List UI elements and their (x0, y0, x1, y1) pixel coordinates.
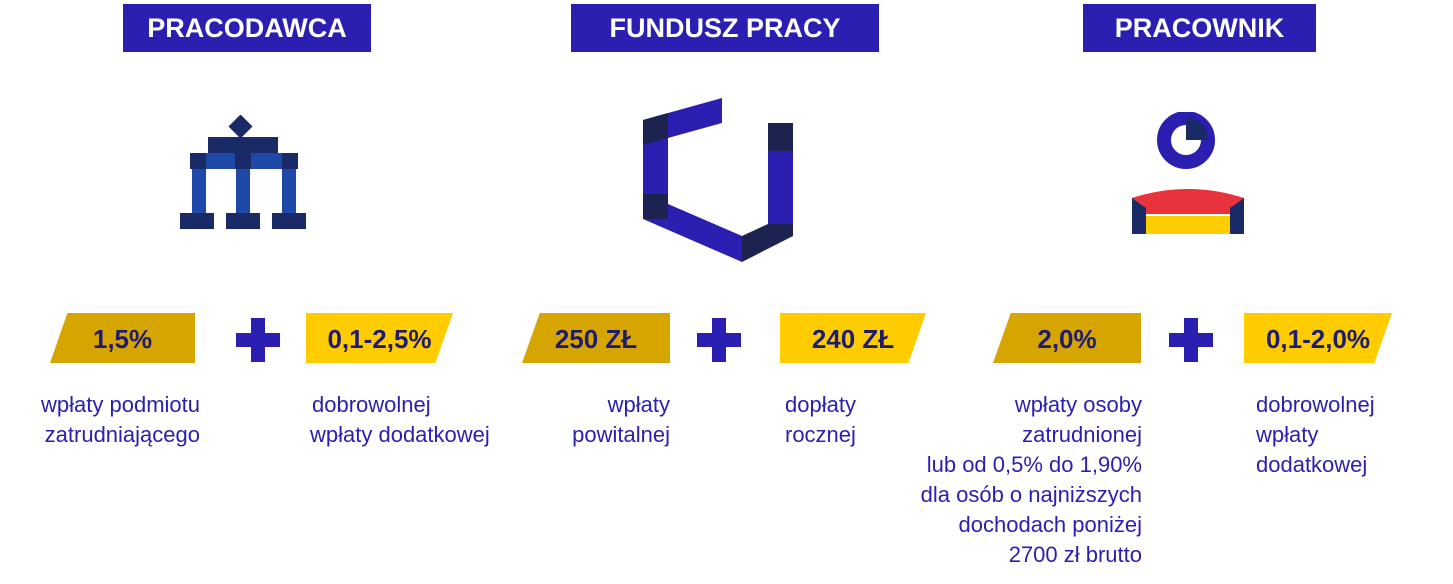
building-columns-icon (180, 115, 306, 229)
employer-base-desc: wpłaty podmiotu zatrudniającego (10, 390, 200, 450)
fund-annual-desc: dopłaty rocznej (785, 390, 905, 450)
header-employee: PRACOWNIK (1083, 4, 1316, 52)
desc-line: zatrudniającego (44, 422, 200, 447)
desc-line: wpłaty osoby (1014, 392, 1142, 417)
desc-line: dla osób o najniższych (920, 482, 1142, 507)
desc-line: wpłaty (607, 392, 670, 417)
employee-base-desc: wpłaty osoby zatrudnionej lub od 0,5% do… (870, 390, 1142, 570)
employer-base-rate: 1,5% (50, 313, 195, 363)
desc-line: lub od 0,5% do 1,90% (926, 452, 1142, 477)
header-fund: FUNDUSZ PRACY (571, 4, 879, 52)
employee-extra-desc: dobrowolnej wpłaty dodatkowej (1256, 390, 1416, 480)
desc-line: wpłaty podmiotu (41, 392, 200, 417)
header-employer: PRACODAWCA (123, 4, 371, 52)
desc-line: dochodach poniżej (958, 512, 1142, 537)
desc-line: 2700 zł brutto (1008, 542, 1142, 567)
fund-annual-amount: 240 ZŁ (780, 313, 926, 363)
employee-base-rate: 2,0% (993, 313, 1141, 363)
desc-line: powitalnej (572, 422, 670, 447)
employer-extra-rate: 0,1-2,5% (306, 313, 453, 363)
desc-line: dobrowolnej (1256, 392, 1375, 417)
desc-line: wpłaty (1256, 422, 1319, 447)
fund-welcome-desc: wpłaty powitalnej (520, 390, 670, 450)
plus-icon (697, 318, 741, 362)
desc-line: dopłaty (785, 392, 856, 417)
hexagon-shield-icon (643, 98, 793, 262)
desc-line: dodatkowej (1256, 452, 1368, 477)
plus-icon (1169, 318, 1213, 362)
person-icon (1132, 112, 1244, 234)
plus-icon (236, 318, 280, 362)
desc-line: rocznej (785, 422, 856, 447)
desc-line: dobrowolnej (312, 392, 431, 417)
desc-line: zatrudnionej (1022, 422, 1142, 447)
employer-extra-desc: dobrowolnej wpłaty dodatkowej (310, 390, 520, 450)
fund-welcome-amount: 250 ZŁ (522, 313, 670, 363)
employee-extra-rate: 0,1-2,0% (1244, 313, 1392, 363)
desc-line: wpłaty dodatkowej (310, 422, 490, 447)
